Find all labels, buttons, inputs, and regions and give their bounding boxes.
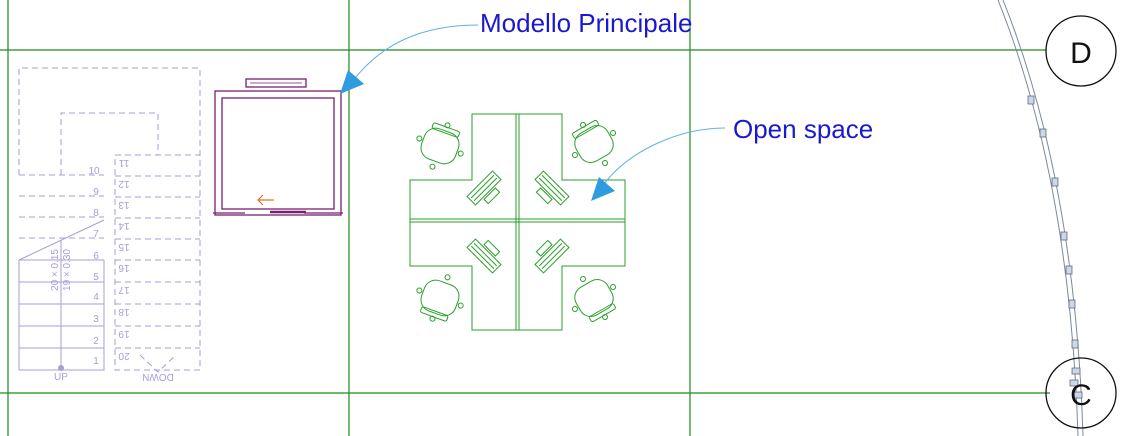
stair-up-marker [58,365,64,371]
staircase[interactable] [18,67,201,373]
stair-num: 8 [93,208,99,219]
annotation-leaders [351,24,726,185]
stair-down-label: DOWN [142,371,174,382]
stair-num: 11 [118,157,129,168]
stair-up-flight [18,219,105,371]
stair-num: 4 [93,292,99,303]
office-chair-icon [416,122,464,170]
stair-down-flight [114,154,201,373]
stair-num: 10 [88,166,100,177]
annotation-model[interactable]: Modello Principale [480,8,693,38]
stair-num: 19 [118,328,130,339]
leader-arrowheads [340,70,615,201]
stair-num: 12 [118,178,130,189]
stair-upper-outline [18,67,201,175]
keyboard-icon [466,238,502,274]
leader-model [351,24,479,83]
stair-num: 5 [93,272,99,283]
arrowhead-icon [340,70,364,94]
elevator-arrow-icon [257,194,274,206]
stair-dimension-a: 20 × 0.15 [50,249,61,291]
grid-bubble-c[interactable]: C [1045,357,1117,429]
workstation-cluster[interactable] [409,111,628,332]
stair-up-numbers: 1 2 3 4 5 6 7 8 9 10 [88,166,100,367]
elevator[interactable] [213,78,343,216]
stair-num: 7 [93,229,99,240]
grid-label-d: D [1070,37,1092,70]
stair-num: 9 [93,187,99,198]
stair-num: 2 [93,336,99,347]
office-chair-icon [571,275,617,323]
keyboard-icon [466,170,502,206]
office-chair-icon [571,119,617,167]
annotation-openspace[interactable]: Open space [733,114,874,144]
stair-down-numbers: 11 12 13 14 15 16 17 18 19 20 [118,157,130,361]
curtain-wall-mullions [1027,95,1083,399]
stair-num: 1 [93,356,99,367]
stair-num: 16 [118,262,130,273]
curtain-wall [997,0,1084,436]
stair-num: 13 [118,199,130,210]
stair-num: 6 [93,251,99,262]
office-chair-icon [416,274,464,322]
stair-num: 3 [93,314,99,325]
stair-dimension-b: 19 × 0.30 [62,249,73,291]
stair-up-label: UP [54,372,68,383]
stair-num: 20 [118,350,130,361]
keyboard-icon [534,170,570,206]
leader-openspace [603,127,726,185]
stair-num: 14 [118,220,130,231]
stair-num: 18 [118,306,130,317]
arrowhead-icon [591,177,615,201]
keyboard-icon [534,238,570,274]
desk-outline [409,113,626,331]
grid-bubble-d[interactable]: D [1045,15,1117,87]
stair-up-treads-dashed [19,174,104,239]
stair-num: 17 [118,284,130,295]
stair-num: 15 [118,241,130,252]
grid-label-c: C [1070,379,1092,412]
